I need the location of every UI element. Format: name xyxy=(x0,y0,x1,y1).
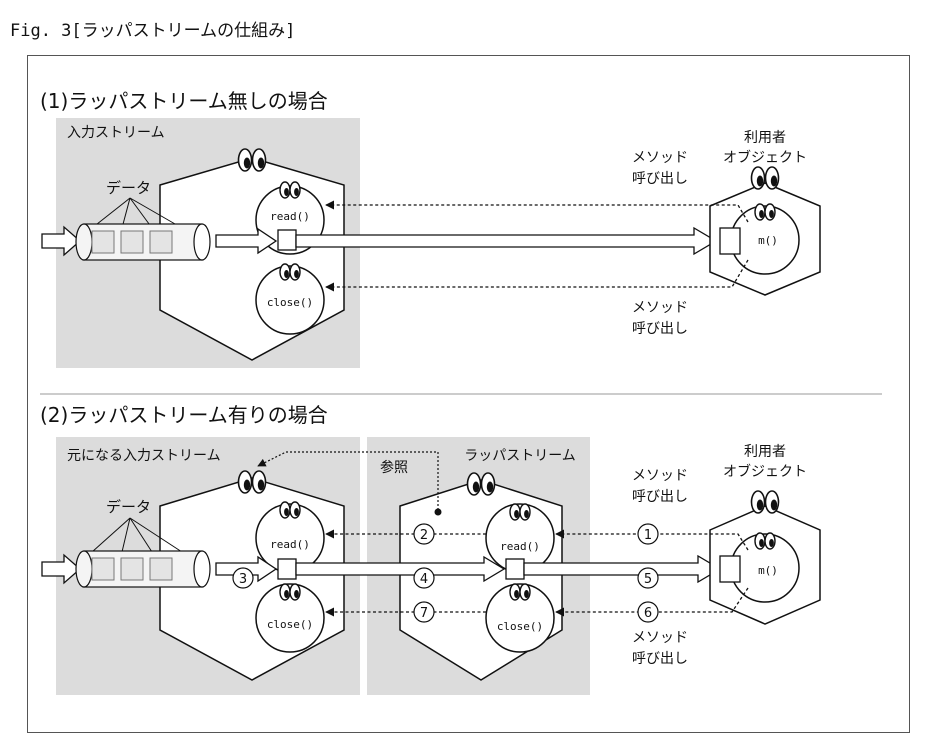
section1-title: (1)ラッパストリーム無しの場合 xyxy=(40,89,328,113)
method-call-top-2: 呼び出し xyxy=(632,171,688,187)
read-port xyxy=(277,229,297,251)
wrapper-read-label: read() xyxy=(500,540,540,553)
base-close-label: close() xyxy=(267,618,313,631)
base-to-wrapper-arrow xyxy=(295,555,506,583)
input-stream-label: 入力ストリーム xyxy=(67,125,165,141)
figure-caption: Fig. 3[ラッパストリームの仕組み] xyxy=(10,21,296,41)
svg-text:2: 2 xyxy=(420,528,428,543)
step-5: 5 xyxy=(637,567,659,589)
close-call-arrow xyxy=(325,259,749,292)
data-pointer-lines-2 xyxy=(91,517,183,553)
user-method-label-2: m() xyxy=(758,564,778,577)
step-1: 1 xyxy=(637,523,659,545)
user-to-wrapper-close-call xyxy=(555,587,749,617)
step-4: 4 xyxy=(413,567,435,589)
wrapper-close-circle xyxy=(485,583,555,653)
wrapper-to-user-arrow xyxy=(523,554,722,584)
read-call-arrow xyxy=(325,200,749,223)
svg-text:7: 7 xyxy=(420,606,428,621)
input-arrow xyxy=(41,225,81,257)
data-pipe-2 xyxy=(75,550,211,588)
step-6: 6 xyxy=(637,601,659,623)
step-7: 7 xyxy=(413,601,435,623)
svg-text:6: 6 xyxy=(644,606,652,621)
user-label-1: 利用者 xyxy=(744,130,786,146)
wrapper-close-label: close() xyxy=(497,620,543,633)
user-label-2-1: 利用者 xyxy=(744,444,786,460)
user-port-2 xyxy=(719,555,741,583)
data-to-user-arrow xyxy=(295,226,718,256)
method-call-bottom-2-1: メソッド xyxy=(632,630,688,646)
svg-text:1: 1 xyxy=(644,528,652,543)
data-pipe xyxy=(75,223,211,261)
method-call-bottom-2-2: 呼び出し xyxy=(632,651,688,667)
method-call-top-2-2: 呼び出し xyxy=(632,489,688,505)
pipe-to-read-arrow xyxy=(215,227,278,255)
user-label-2: オブジェクト xyxy=(723,149,807,166)
base-stream-label: 元になる入力ストリーム xyxy=(67,448,221,464)
user-label-2-2: オブジェクト xyxy=(723,463,807,480)
close-method-label: close() xyxy=(267,296,313,309)
section2-title: (2)ラッパストリーム有りの場合 xyxy=(40,403,328,427)
method-call-top-2-1: メソッド xyxy=(632,468,688,484)
read-method-label: read() xyxy=(270,210,310,223)
method-call-top-1: メソッド xyxy=(632,150,688,166)
step-2: 2 xyxy=(413,523,435,545)
input-arrow-2 xyxy=(41,553,81,585)
reference-arrow xyxy=(257,451,439,510)
diagram-frame xyxy=(27,55,910,733)
step-3: 3 xyxy=(232,567,254,589)
method-call-bottom-2: 呼び出し xyxy=(632,321,688,337)
user-port xyxy=(719,227,741,255)
wrapper-stream-label: ラッパストリーム xyxy=(464,448,576,464)
base-read-port xyxy=(277,558,297,580)
wrapper-read-port xyxy=(505,558,525,580)
reference-label: 参照 xyxy=(380,459,408,476)
base-close-circle xyxy=(255,583,325,653)
data-label: データ xyxy=(106,179,151,197)
user-method-label: m() xyxy=(758,234,778,247)
method-call-bottom-1: メソッド xyxy=(632,300,688,316)
svg-text:3: 3 xyxy=(239,572,247,587)
svg-text:4: 4 xyxy=(420,572,428,587)
user-to-wrapper-read-call xyxy=(555,529,749,551)
svg-text:5: 5 xyxy=(644,572,652,587)
data-label-2: データ xyxy=(106,498,151,516)
close-method-circle xyxy=(255,265,325,335)
base-read-label: read() xyxy=(270,538,310,551)
data-pointer-lines xyxy=(91,197,183,229)
reference-dot xyxy=(434,508,442,516)
